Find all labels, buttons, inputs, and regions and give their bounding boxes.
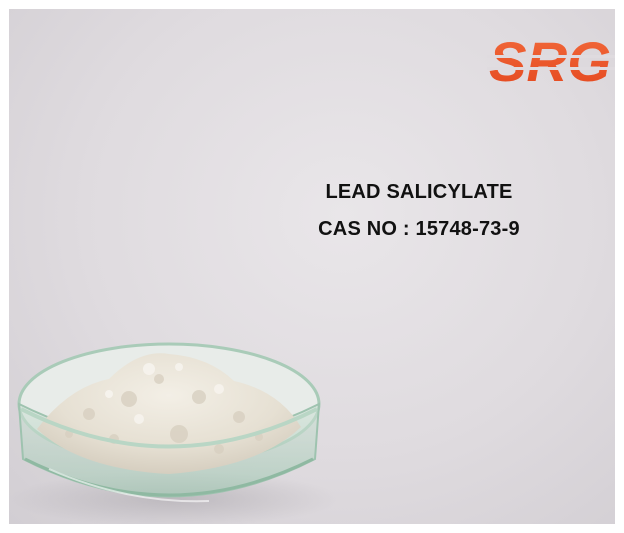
logo-text: SRG bbox=[489, 31, 611, 91]
petri-dish-with-powder bbox=[9, 342, 339, 524]
cas-number: CAS NO : 15748-73-9 bbox=[318, 218, 520, 240]
product-photo: SRG LEAD SALICYLATE CAS NO : 15748-73-9 bbox=[9, 9, 615, 524]
srg-logo-icon: SRG bbox=[487, 31, 615, 91]
product-name: LEAD SALICYLATE bbox=[325, 181, 513, 203]
